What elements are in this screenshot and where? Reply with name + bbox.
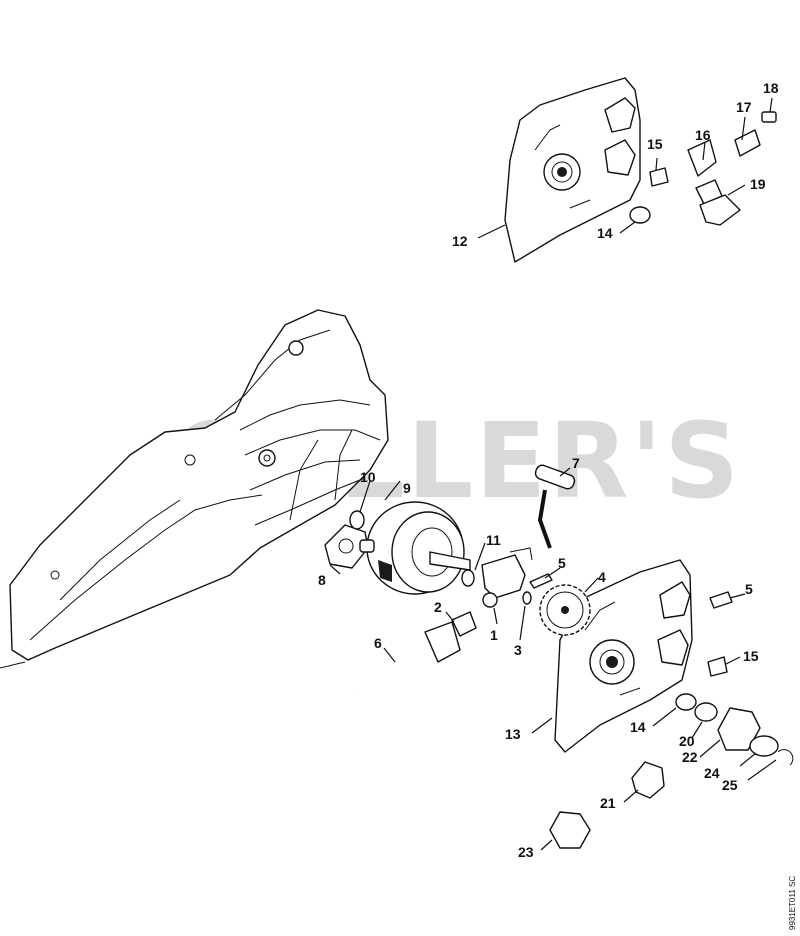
sprocket-21 <box>631 761 665 799</box>
callout-24: 24 <box>704 765 720 781</box>
callout-14b: 14 <box>630 719 646 735</box>
callout-22: 22 <box>682 749 698 765</box>
worm-gear-4 <box>539 584 591 636</box>
ring-3 <box>522 591 532 605</box>
callout-3: 3 <box>514 642 522 658</box>
washer-20 <box>694 702 718 722</box>
clip-25 <box>777 749 794 766</box>
sprocket-23 <box>549 811 591 849</box>
screw-15-bottom <box>707 656 728 677</box>
callout-6: 6 <box>374 635 382 651</box>
callout-20: 20 <box>679 733 695 749</box>
sprocket-22 <box>717 707 761 751</box>
callout-5a: 5 <box>558 555 566 571</box>
callout-10: 10 <box>360 469 376 485</box>
washer-10 <box>349 510 365 530</box>
callout-4: 4 <box>598 569 606 585</box>
oil-pump-1 <box>481 547 533 608</box>
bushing-14-bottom <box>675 693 697 711</box>
callout-17: 17 <box>736 99 752 115</box>
housing <box>0 309 389 669</box>
callout-15a: 15 <box>647 136 663 152</box>
screw-5b <box>709 591 733 609</box>
washer-11 <box>461 569 475 587</box>
leader-lines <box>329 97 777 851</box>
callout-18: 18 <box>763 80 779 96</box>
callout-21: 21 <box>600 795 616 811</box>
callout-16: 16 <box>695 127 711 143</box>
callout-5b: 5 <box>745 581 753 597</box>
callout-13: 13 <box>505 726 521 742</box>
callout-11: 11 <box>486 532 501 548</box>
callout-1: 1 <box>490 627 498 643</box>
cover-plate-12 <box>504 77 641 263</box>
callout-14a: 14 <box>597 225 613 241</box>
callout-23: 23 <box>518 844 534 860</box>
callout-25: 25 <box>722 777 738 793</box>
pickup-tube-7 <box>534 464 576 549</box>
bushing-14-top <box>629 206 651 224</box>
screw-15-top <box>649 167 669 187</box>
callout-12: 12 <box>452 233 468 249</box>
callout-9: 9 <box>403 480 411 496</box>
bearing-9 <box>359 539 375 553</box>
tensioner-parts <box>687 111 777 226</box>
callout-2: 2 <box>434 599 442 615</box>
oil-hose-6 <box>352 611 477 693</box>
washer-24 <box>749 735 779 757</box>
drawing-code: 9931ET011 SC <box>788 876 797 930</box>
callout-7: 7 <box>572 455 580 471</box>
callout-15b: 15 <box>743 648 759 664</box>
callout-8: 8 <box>318 572 326 588</box>
callout-labels: 1 2 3 4 5 5 6 7 8 9 10 11 12 13 14 14 15… <box>318 80 779 860</box>
callout-19: 19 <box>750 176 766 192</box>
